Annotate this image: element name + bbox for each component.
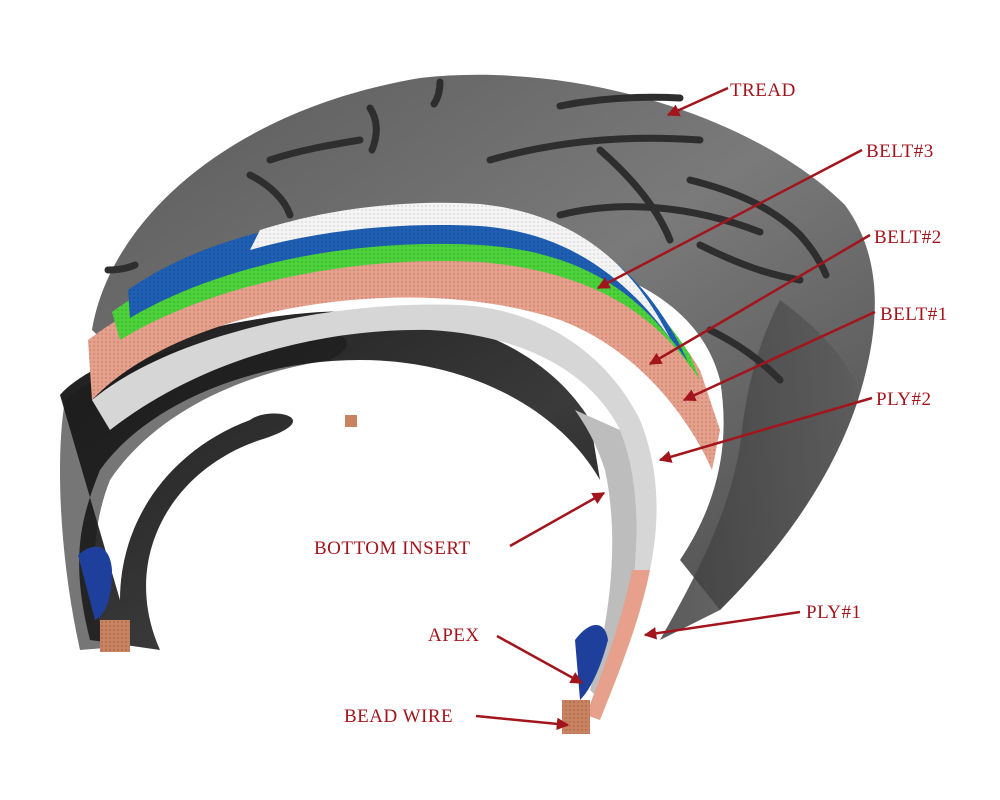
label-bead-wire: BEAD WIRE — [344, 706, 453, 727]
leader-belt3 — [596, 148, 863, 290]
label-apex: APEX — [428, 625, 480, 646]
belt2-texture — [128, 211, 688, 362]
label-ply1: PLY#1 — [806, 602, 862, 623]
belt3-texture — [250, 202, 670, 338]
leader-lines — [475, 86, 876, 731]
leader-belt1 — [682, 310, 876, 402]
bead-cap-left — [345, 415, 357, 427]
inner-liner — [60, 311, 600, 650]
apex-left — [78, 546, 112, 620]
leader-bottom-insert — [509, 491, 606, 548]
apex-right — [575, 625, 608, 700]
leader-ply2 — [658, 396, 873, 463]
leader-ply1 — [643, 610, 801, 640]
ply1-layer — [586, 570, 650, 720]
label-bottom-insert: BOTTOM INSERT — [314, 538, 471, 559]
label-ply2: PLY#2 — [876, 389, 932, 410]
label-belt2: BELT#2 — [874, 227, 942, 248]
tread-grooves — [104, 78, 830, 384]
leader-bead-wire — [475, 714, 570, 731]
leader-apex — [496, 634, 584, 685]
leader-belt2 — [648, 233, 871, 366]
bead-wire-left — [100, 620, 130, 652]
labels: TREAD BELT#3 BELT#2 BELT#1 PLY#2 BOTTOM … — [314, 80, 948, 727]
label-belt3: BELT#3 — [866, 141, 934, 162]
bead-wire-right — [562, 700, 590, 734]
leader-tread — [666, 86, 729, 117]
label-belt1: BELT#1 — [880, 304, 948, 325]
label-tread: TREAD — [730, 80, 796, 101]
sidewall — [660, 300, 859, 640]
ply2-texture — [88, 243, 720, 470]
